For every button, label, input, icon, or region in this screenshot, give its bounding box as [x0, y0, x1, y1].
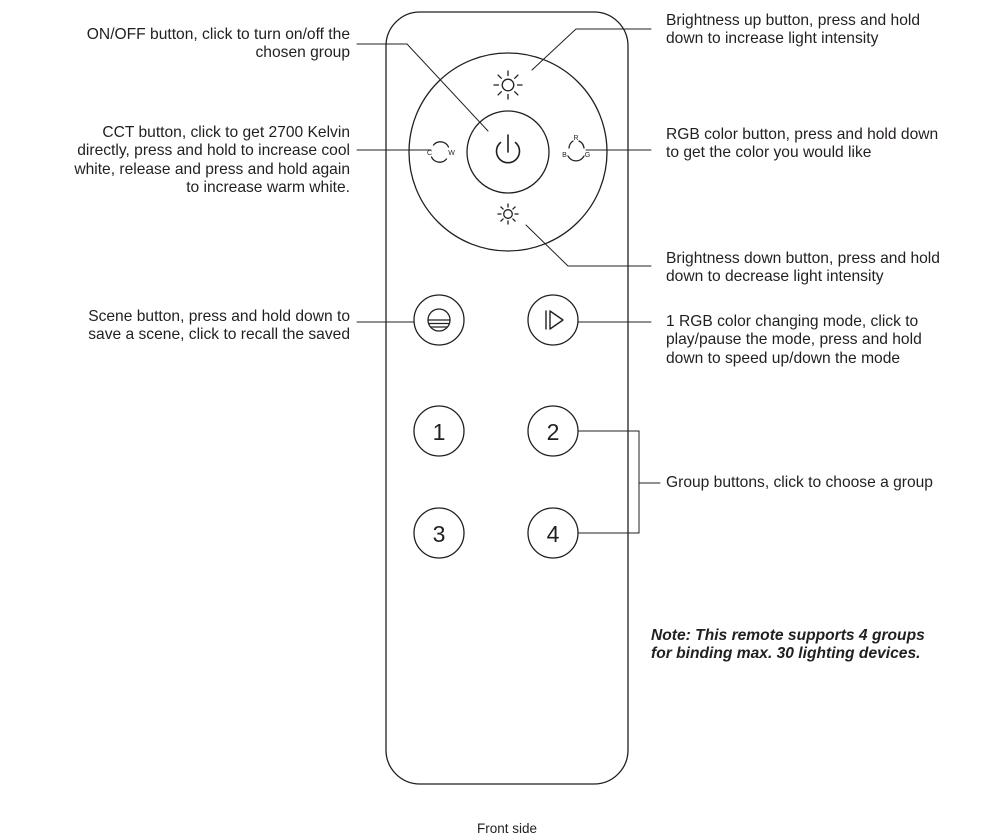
color-mode-button[interactable] — [527, 294, 579, 346]
annotation-scene: Scene button, press and hold down to sav… — [88, 308, 350, 345]
annotation-brightness-up: Brightness up button, press and hold dow… — [666, 12, 920, 49]
rgb-button[interactable]: R B G — [560, 135, 592, 168]
svg-text:4: 4 — [547, 521, 560, 547]
brightness-down-button[interactable] — [494, 200, 522, 228]
sun-icon — [497, 203, 519, 225]
sun-icon — [493, 70, 523, 100]
svg-text:C: C — [427, 150, 432, 157]
note-line: Note: This remote supports 4 groups — [651, 627, 925, 644]
annotation-brightness-down: Brightness down button, press and hold d… — [666, 250, 940, 287]
play-pause-icon — [545, 310, 564, 330]
note: Note: This remote supports 4 groups for … — [651, 627, 925, 664]
leader-lines — [356, 28, 661, 534]
annotation-line: to get the color you would like — [666, 144, 872, 162]
annotation-line: down to decrease light intensity — [666, 268, 884, 286]
rgb-icon: R B G — [562, 135, 590, 162]
annotation-line: ON/OFF button, click to turn on/off the — [86, 26, 350, 43]
power-button[interactable] — [466, 110, 550, 194]
annotation-line: directly, press and hold to increase coo… — [77, 142, 350, 160]
annotation-line: CCT button, click to get 2700 Kelvin — [102, 124, 350, 141]
power-icon — [495, 134, 521, 164]
cct-button[interactable]: C W — [424, 136, 456, 168]
annotation-line: to increase warm white. — [186, 179, 350, 197]
svg-text:B: B — [562, 152, 567, 159]
group-button-1[interactable]: 1 — [413, 405, 465, 457]
annotation-line: RGB color button, press and hold down — [666, 126, 939, 143]
group-button-3[interactable]: 3 — [413, 507, 465, 559]
annotation-on-off: ON/OFF button, click to turn on/off the … — [87, 26, 350, 63]
annotation-rgb: RGB color button, press and hold down to… — [666, 126, 938, 163]
svg-text:3: 3 — [433, 521, 446, 547]
annotation-line: down to increase light intensity — [666, 30, 879, 48]
remote-body — [385, 11, 629, 785]
annotation-line: down to speed up/down the mode — [666, 349, 901, 367]
svg-text:R: R — [573, 135, 578, 142]
note-line: for binding max. 30 lighting devices. — [651, 645, 921, 663]
svg-text:1: 1 — [433, 419, 446, 445]
caption: Front side — [476, 821, 538, 836]
brightness-up-button[interactable] — [490, 67, 526, 103]
annotation-color-mode: 1 RGB color changing mode, click to play… — [666, 313, 922, 368]
svg-text:G: G — [585, 152, 590, 159]
annotation-cct: CCT button, click to get 2700 Kelvin dir… — [74, 124, 350, 198]
group-button-2[interactable]: 2 — [527, 405, 579, 457]
scene-icon — [427, 308, 451, 332]
control-ring — [408, 52, 608, 252]
annotation-line: Brightness down button, press and hold — [666, 250, 940, 267]
leader-on-off — [356, 43, 489, 132]
svg-text:W: W — [448, 150, 455, 157]
annotation-line: chosen group — [255, 44, 351, 62]
annotation-line: save a scene, click to recall the saved — [88, 326, 350, 344]
annotation-line: play/pause the mode, press and hold — [666, 331, 922, 349]
annotation-line: Group buttons, click to choose a group — [666, 474, 933, 491]
leader-brightness-up — [531, 28, 652, 71]
leader-group — [577, 430, 640, 534]
annotation-line: 1 RGB color changing mode, click to — [666, 313, 919, 330]
annotation-line: Scene button, press and hold down to — [88, 308, 350, 325]
cct-icon: C W — [427, 141, 455, 163]
annotation-line: Brightness up button, press and hold — [666, 12, 920, 29]
annotation-group: Group buttons, click to choose a group — [666, 474, 933, 492]
leader-brightness-down — [525, 224, 652, 267]
annotation-line: white, release and press and hold again — [74, 160, 350, 178]
scene-button[interactable] — [413, 294, 465, 346]
group-button-4[interactable]: 4 — [527, 507, 579, 559]
svg-text:2: 2 — [547, 419, 560, 445]
